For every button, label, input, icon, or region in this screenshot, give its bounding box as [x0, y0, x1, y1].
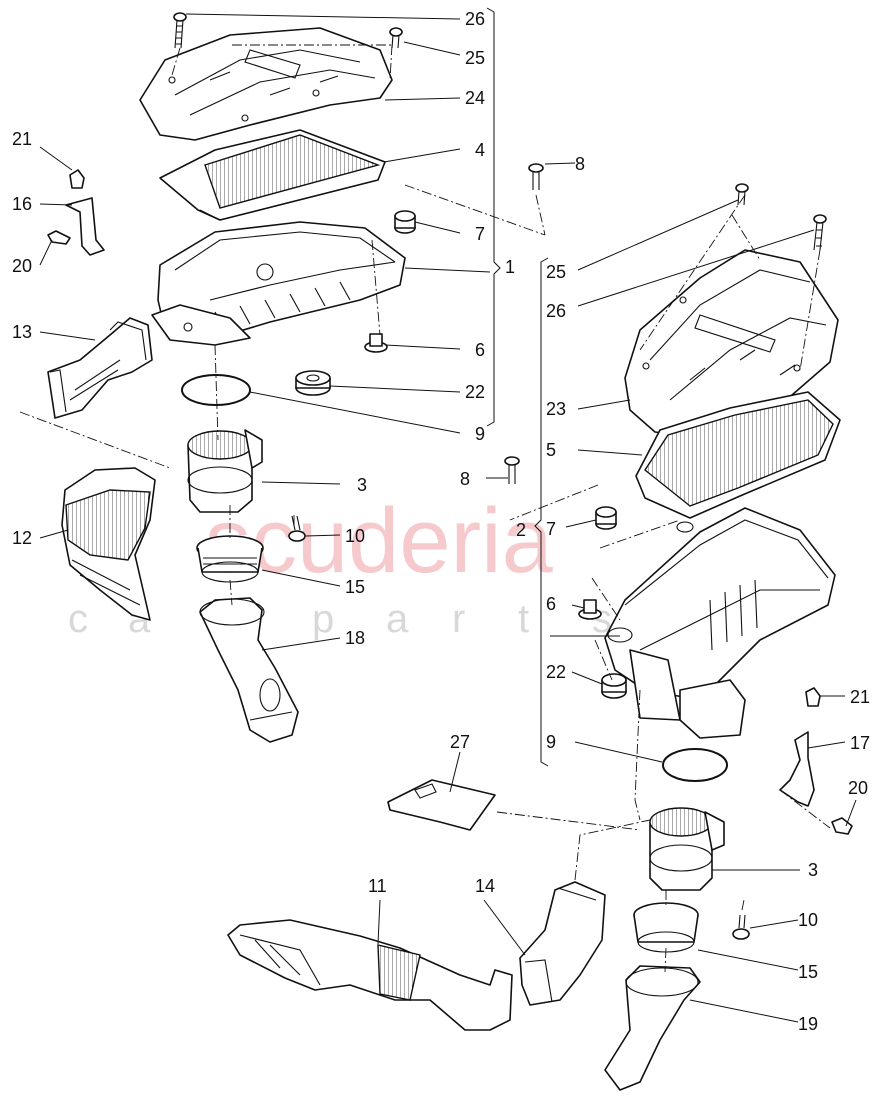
air-filter-housing-right — [604, 507, 836, 739]
o-ring-9-left — [181, 374, 251, 406]
bolt-8-mid — [504, 456, 520, 484]
watermark-letter: s — [592, 597, 612, 641]
callout-25: 25 — [465, 48, 485, 68]
callout-19: 19 — [798, 1014, 818, 1034]
intake-scoop-12 — [61, 467, 156, 621]
callout-20: 20 — [848, 778, 868, 798]
air-filter-cover-left — [139, 27, 393, 141]
callout-21: 21 — [12, 129, 32, 149]
intake-hose-18 — [199, 597, 299, 743]
callout-18: 18 — [345, 628, 365, 648]
callout-10: 10 — [345, 526, 365, 546]
callout-22: 22 — [546, 662, 566, 682]
callout-26: 26 — [546, 301, 566, 321]
filter-element-right — [635, 391, 841, 519]
callout-7: 7 — [546, 519, 556, 539]
screw-10-right — [732, 914, 750, 940]
callout-22: 22 — [465, 382, 485, 402]
group-brackets — [486, 7, 549, 767]
callout-8: 8 — [460, 469, 470, 489]
maf-sensor-3-left — [187, 429, 263, 513]
watermark-letter: r — [452, 597, 465, 641]
callout-26: 26 — [465, 9, 485, 29]
o-ring-9-right — [662, 748, 728, 782]
grommet-7-left — [394, 210, 416, 234]
callout-10: 10 — [798, 910, 818, 930]
callout-1: 1 — [505, 257, 515, 277]
mount-6-right — [578, 599, 602, 620]
bracket-16-left — [47, 169, 105, 256]
callout-6: 6 — [475, 340, 485, 360]
callout-7: 7 — [475, 224, 485, 244]
watermark-letter: a — [386, 597, 409, 641]
clamp-ring-15-left — [196, 535, 264, 583]
maf-sensor-3-right — [649, 807, 725, 891]
callout-16: 16 — [12, 194, 32, 214]
watermark-brand: scuderia — [205, 490, 554, 592]
mount-22-left — [295, 370, 331, 396]
callout-20: 20 — [12, 256, 32, 276]
callout-3: 3 — [357, 475, 367, 495]
mount-6-left — [364, 333, 388, 353]
bolt-25-left — [389, 27, 403, 49]
dash-lines — [19, 44, 831, 973]
callout-15: 15 — [798, 962, 818, 982]
clamp-ring-15-right — [633, 902, 699, 953]
callout-25: 25 — [546, 262, 566, 282]
callout-9: 9 — [546, 732, 556, 752]
callout-15: 15 — [345, 577, 365, 597]
screw-10-left — [288, 515, 306, 542]
bracket-17-right — [779, 687, 853, 835]
callout-24: 24 — [465, 88, 485, 108]
callout-11: 11 — [368, 876, 387, 896]
bolt-26-right — [813, 214, 827, 251]
intake-duct-13 — [47, 317, 153, 419]
callout-8: 8 — [575, 154, 585, 174]
air-filter-cover-right — [624, 249, 839, 439]
intake-duct-14 — [519, 881, 606, 1006]
callout-2: 2 — [516, 520, 526, 540]
bolt-8-top — [528, 163, 544, 190]
callout-4: 4 — [475, 140, 485, 160]
callout-6: 6 — [546, 594, 556, 614]
watermark-letter: c — [68, 597, 88, 641]
intake-duct-11 — [227, 919, 513, 1031]
intake-hose-19 — [604, 965, 701, 1091]
callout-5: 5 — [546, 440, 556, 460]
callout-21: 21 — [850, 687, 870, 707]
watermark-letter: t — [518, 597, 529, 641]
filter-element-left — [159, 129, 386, 221]
callout-13: 13 — [12, 322, 32, 342]
callout-17: 17 — [850, 733, 870, 753]
callout-9: 9 — [475, 424, 485, 444]
callout-14: 14 — [475, 876, 495, 896]
bolt-25-right — [735, 183, 749, 206]
callout-27: 27 — [450, 732, 470, 752]
bracket-27 — [387, 779, 496, 831]
mount-22-right — [601, 673, 627, 699]
leader-lines — [39, 13, 857, 1023]
grommet-7-right — [595, 506, 617, 530]
callout-3: 3 — [808, 860, 818, 880]
callout-12: 12 — [12, 528, 32, 548]
callout-23: 23 — [546, 399, 566, 419]
watermark-letter: p — [312, 597, 334, 641]
air-filter-housing-left — [151, 221, 406, 346]
callout-labels: 26 25 24 4 21 16 20 7 1 13 6 22 9 8 25 2… — [12, 9, 870, 1034]
bolt-26-left — [173, 12, 187, 49]
